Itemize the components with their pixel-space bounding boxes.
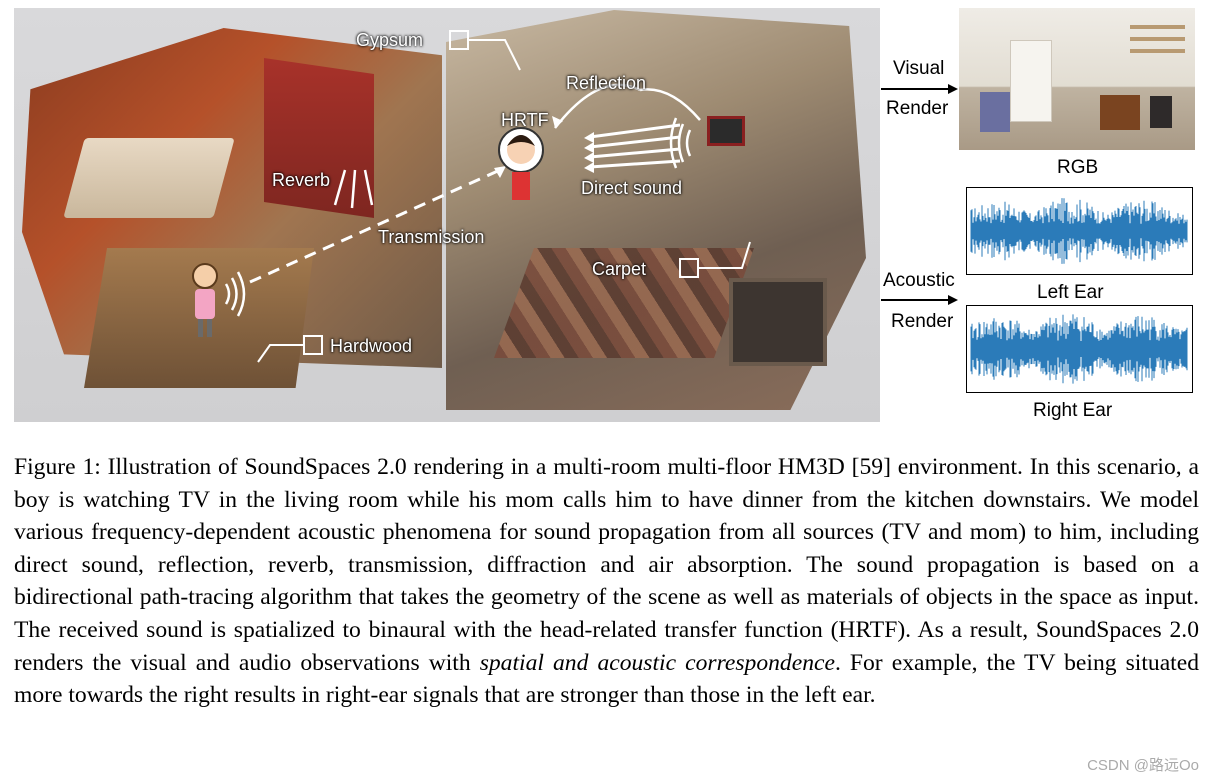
hardwood-label: Hardwood [330, 336, 413, 356]
rgb-bag [980, 92, 1010, 132]
transmission-path-line [249, 168, 501, 284]
reflection-label: Reflection [566, 73, 647, 93]
mom-leg-icon [207, 319, 212, 337]
gypsum-label: Gypsum [356, 30, 424, 50]
carpet-material-box [679, 258, 699, 278]
rgb-door [1010, 40, 1052, 122]
right-ear-waveform-box [966, 305, 1193, 393]
caption-text-end: . For example, the TV being situated mor… [14, 649, 1199, 709]
mom-face-icon [192, 263, 218, 289]
reverb-arrows [333, 169, 374, 209]
transmission-label: Transmission [378, 227, 485, 247]
mom-sound-waves-icon [224, 271, 246, 317]
reflection-arrow-1 [554, 83, 641, 129]
red-wall [264, 58, 374, 218]
gypsum-material-box [449, 30, 469, 50]
boy-hair-icon [507, 135, 535, 146]
tv [707, 116, 745, 146]
left-ear-waveform-box [966, 187, 1193, 275]
acoustic-render-arrowhead [948, 295, 958, 305]
boy-body-icon [512, 172, 530, 200]
fireplace [729, 278, 827, 366]
reverb-label: Reverb [272, 170, 331, 190]
transmission-arrowhead [494, 166, 506, 178]
reflection-arrow-2 [639, 88, 701, 121]
left-ear-waveform [970, 198, 1188, 264]
rgb-bag [1150, 96, 1172, 128]
tv-sound-waves-icon [669, 117, 692, 169]
hrtf-label: HRTF [501, 110, 549, 130]
visual-render-label-line2: Render [886, 98, 949, 119]
right-ear-label: Right Ear [1033, 400, 1113, 421]
mom-leg-icon [198, 319, 203, 337]
acoustic-render-label-line1: Acoustic [883, 270, 955, 291]
visual-render-arrowhead [948, 84, 958, 94]
reflection-arrowhead [552, 116, 563, 128]
hardwood-material-box [303, 335, 323, 355]
direct-sound-arrowheads [584, 132, 594, 173]
carpet-label: Carpet [592, 259, 647, 279]
watermark: CSDN @路远Oo [1087, 757, 1199, 774]
direct-sound-arrows [589, 123, 681, 169]
rgb-label: RGB [1057, 157, 1099, 178]
acoustic-render-label-line2: Render [891, 311, 954, 332]
mom-body-icon [195, 289, 215, 319]
rgb-shelf [1130, 25, 1185, 55]
caption-text: Figure 1: Illustration of SoundSpaces 2.… [14, 454, 1199, 676]
hardwood-leader-line [257, 344, 303, 363]
visual-render-label-line1: Visual [893, 58, 945, 79]
caption-emphasis: spatial and acoustic correspondence [479, 649, 835, 676]
gypsum-leader-line [469, 39, 521, 71]
carpet-leader-line [698, 241, 751, 269]
figure-caption: Figure 1: Illustration of SoundSpaces 2.… [14, 451, 1199, 712]
direct-sound-label: Direct sound [581, 178, 683, 198]
waveform-trace [970, 314, 1188, 384]
waveform-trace [970, 198, 1188, 264]
rgb-cabinet [1100, 95, 1140, 130]
left-ear-label: Left Ear [1037, 282, 1104, 303]
right-ear-waveform [970, 314, 1188, 384]
